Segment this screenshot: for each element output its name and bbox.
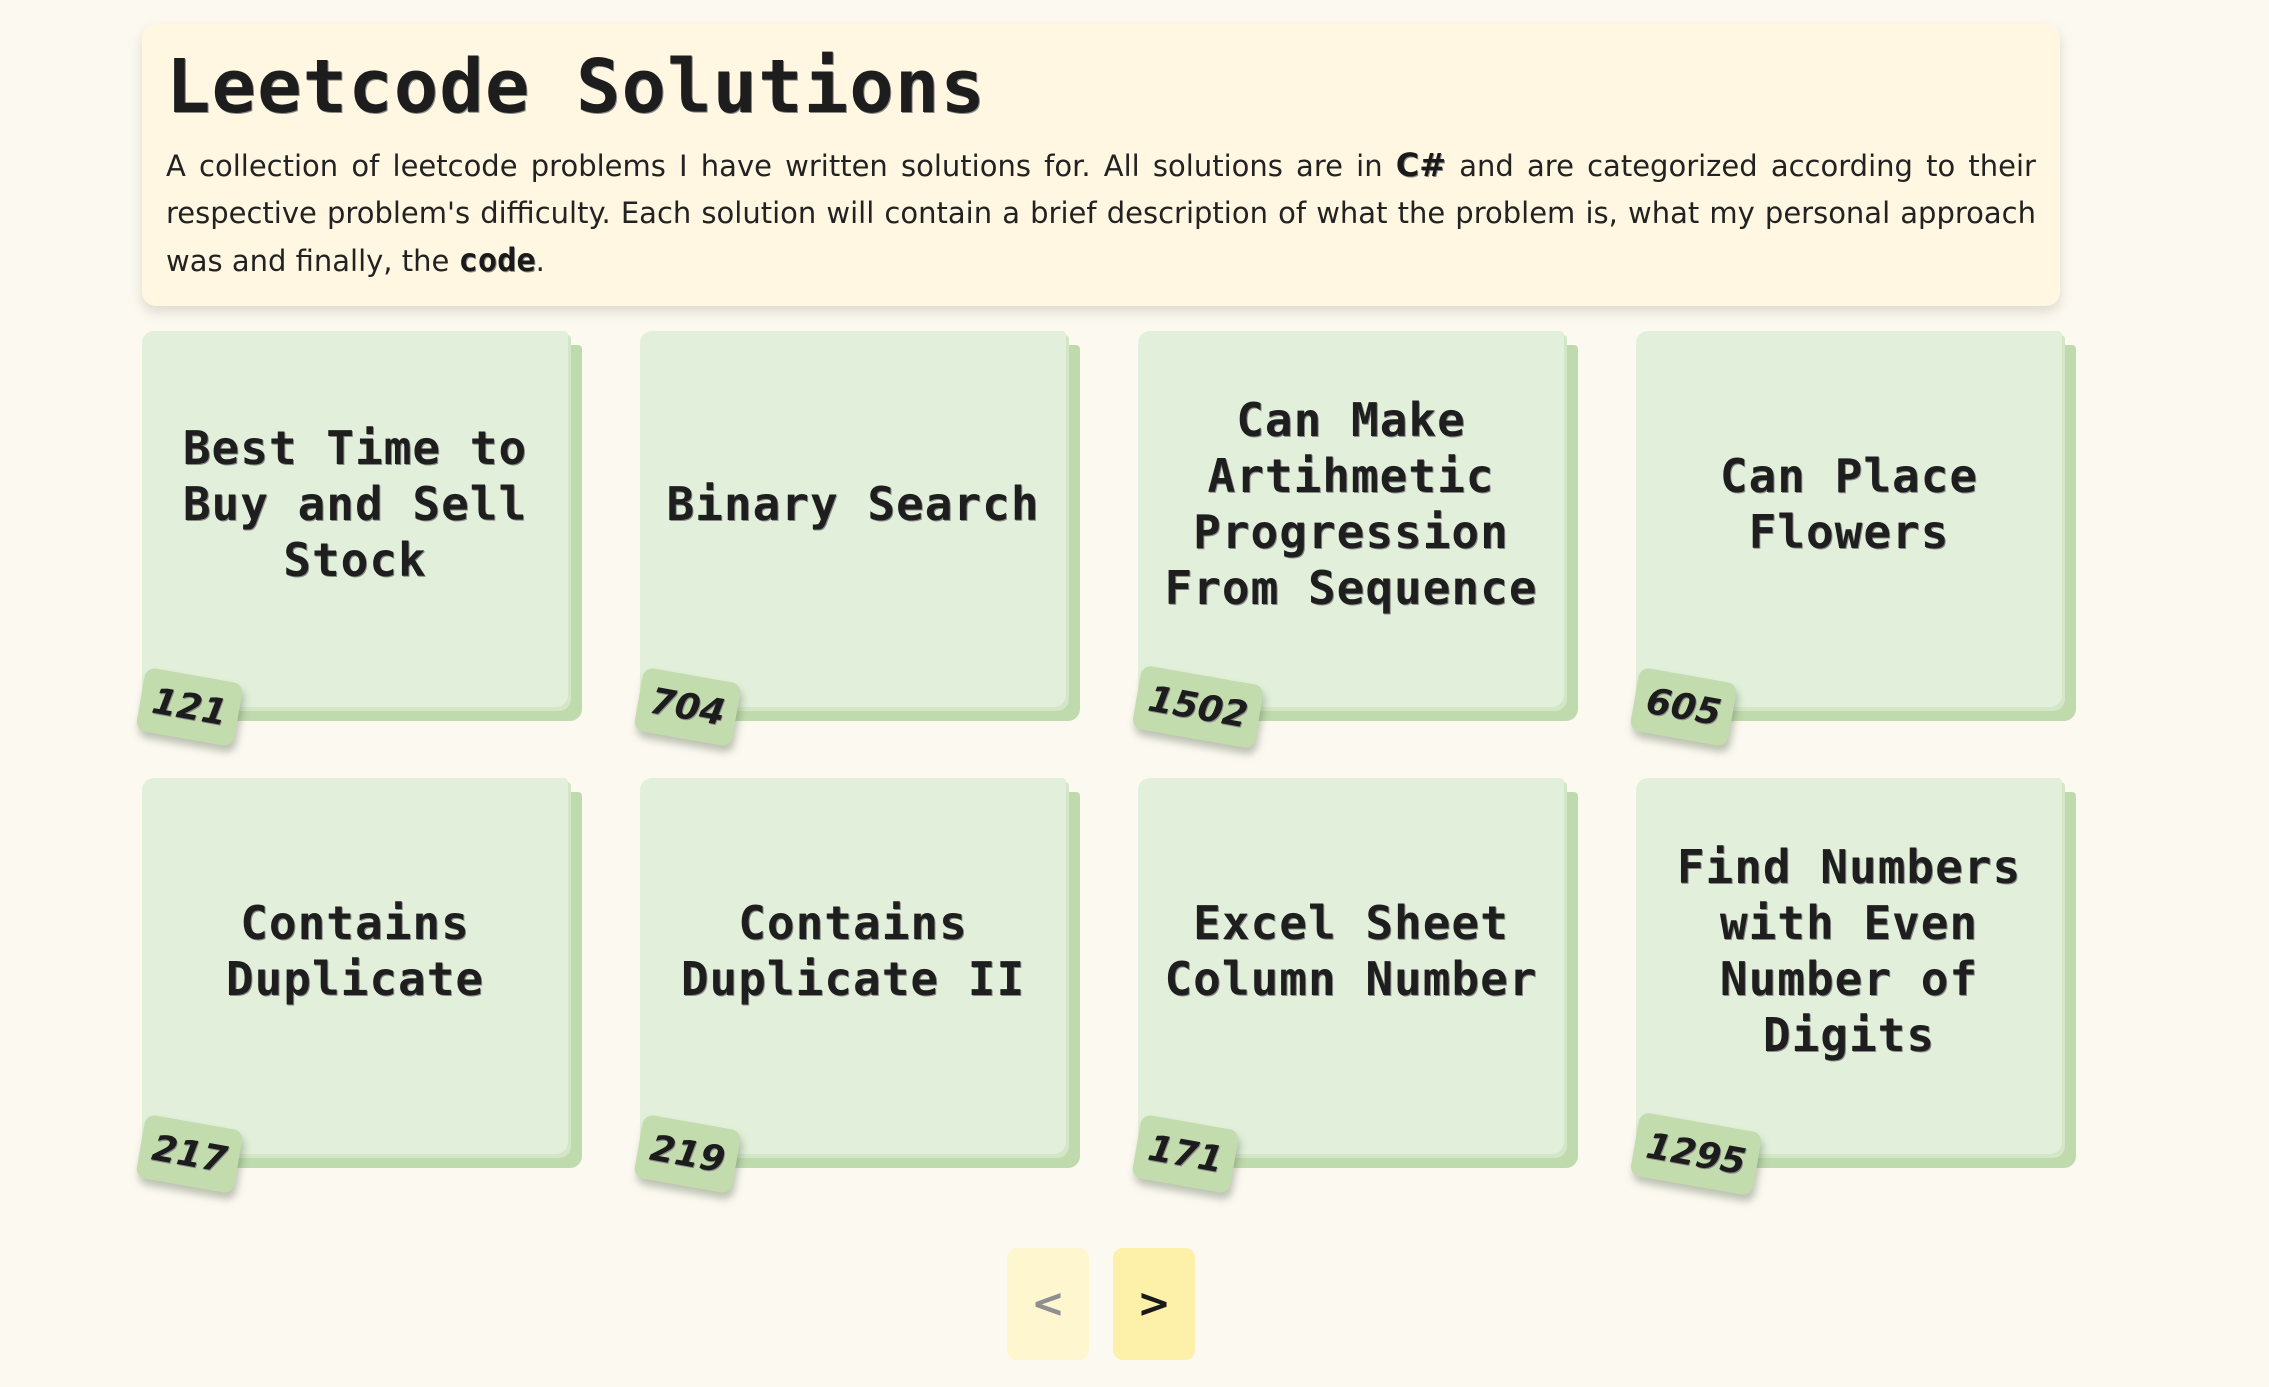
next-page-button[interactable]: >	[1113, 1248, 1195, 1360]
code-word: code	[458, 241, 536, 279]
problem-card[interactable]: Binary Search 704	[633, 331, 1080, 748]
card-face: Contains Duplicate	[142, 778, 568, 1154]
problem-card[interactable]: Can Place Flowers 605	[1629, 331, 2076, 748]
intro-before: A collection of leetcode problems I have…	[166, 149, 1396, 183]
pagination: < >	[1007, 1248, 1195, 1360]
problem-grid: Best Time to Buy and Sell Stock 121 Bina…	[135, 331, 2082, 1197]
card-face: Excel Sheet Column Number	[1138, 778, 1564, 1154]
card-face: Binary Search	[640, 331, 1066, 707]
header-card: Leetcode Solutions A collection of leetc…	[142, 24, 2060, 306]
problem-title: Contains Duplicate II	[680, 896, 1026, 1006]
problem-card[interactable]: Find Numbers with Even Number of Digits …	[1629, 778, 2076, 1197]
problem-title: Can Place Flowers	[1719, 449, 1979, 559]
page-title: Leetcode Solutions	[166, 44, 986, 130]
problem-title: Excel Sheet Column Number	[1164, 896, 1538, 1006]
card-face: Can Place Flowers	[1636, 331, 2062, 707]
problem-card[interactable]: Excel Sheet Column Number 171	[1131, 778, 1578, 1195]
card-face: Can Make Artihmetic Progression From Seq…	[1138, 331, 1564, 707]
problem-title: Can Make Artihmetic Progression From Seq…	[1164, 393, 1538, 615]
problem-card[interactable]: Best Time to Buy and Sell Stock 121	[135, 331, 582, 748]
problem-card[interactable]: Can Make Artihmetic Progression From Seq…	[1131, 331, 1578, 750]
problem-title: Binary Search	[666, 477, 1040, 531]
intro-middle: and are categorized according to their r…	[166, 149, 2036, 278]
problem-title: Best Time to Buy and Sell Stock	[182, 421, 528, 587]
card-face: Best Time to Buy and Sell Stock	[142, 331, 568, 707]
intro-after: .	[535, 244, 545, 278]
problem-card[interactable]: Contains Duplicate 217	[135, 778, 582, 1195]
problem-card[interactable]: Contains Duplicate II 219	[633, 778, 1080, 1195]
problem-title: Find Numbers with Even Number of Digits	[1676, 840, 2022, 1062]
problem-title: Contains Duplicate	[225, 896, 485, 1006]
language-label: C#	[1395, 146, 1447, 184]
card-face: Find Numbers with Even Number of Digits	[1636, 778, 2062, 1154]
previous-page-button[interactable]: <	[1007, 1248, 1089, 1360]
card-face: Contains Duplicate II	[640, 778, 1066, 1154]
intro-text: A collection of leetcode problems I have…	[166, 142, 2036, 285]
